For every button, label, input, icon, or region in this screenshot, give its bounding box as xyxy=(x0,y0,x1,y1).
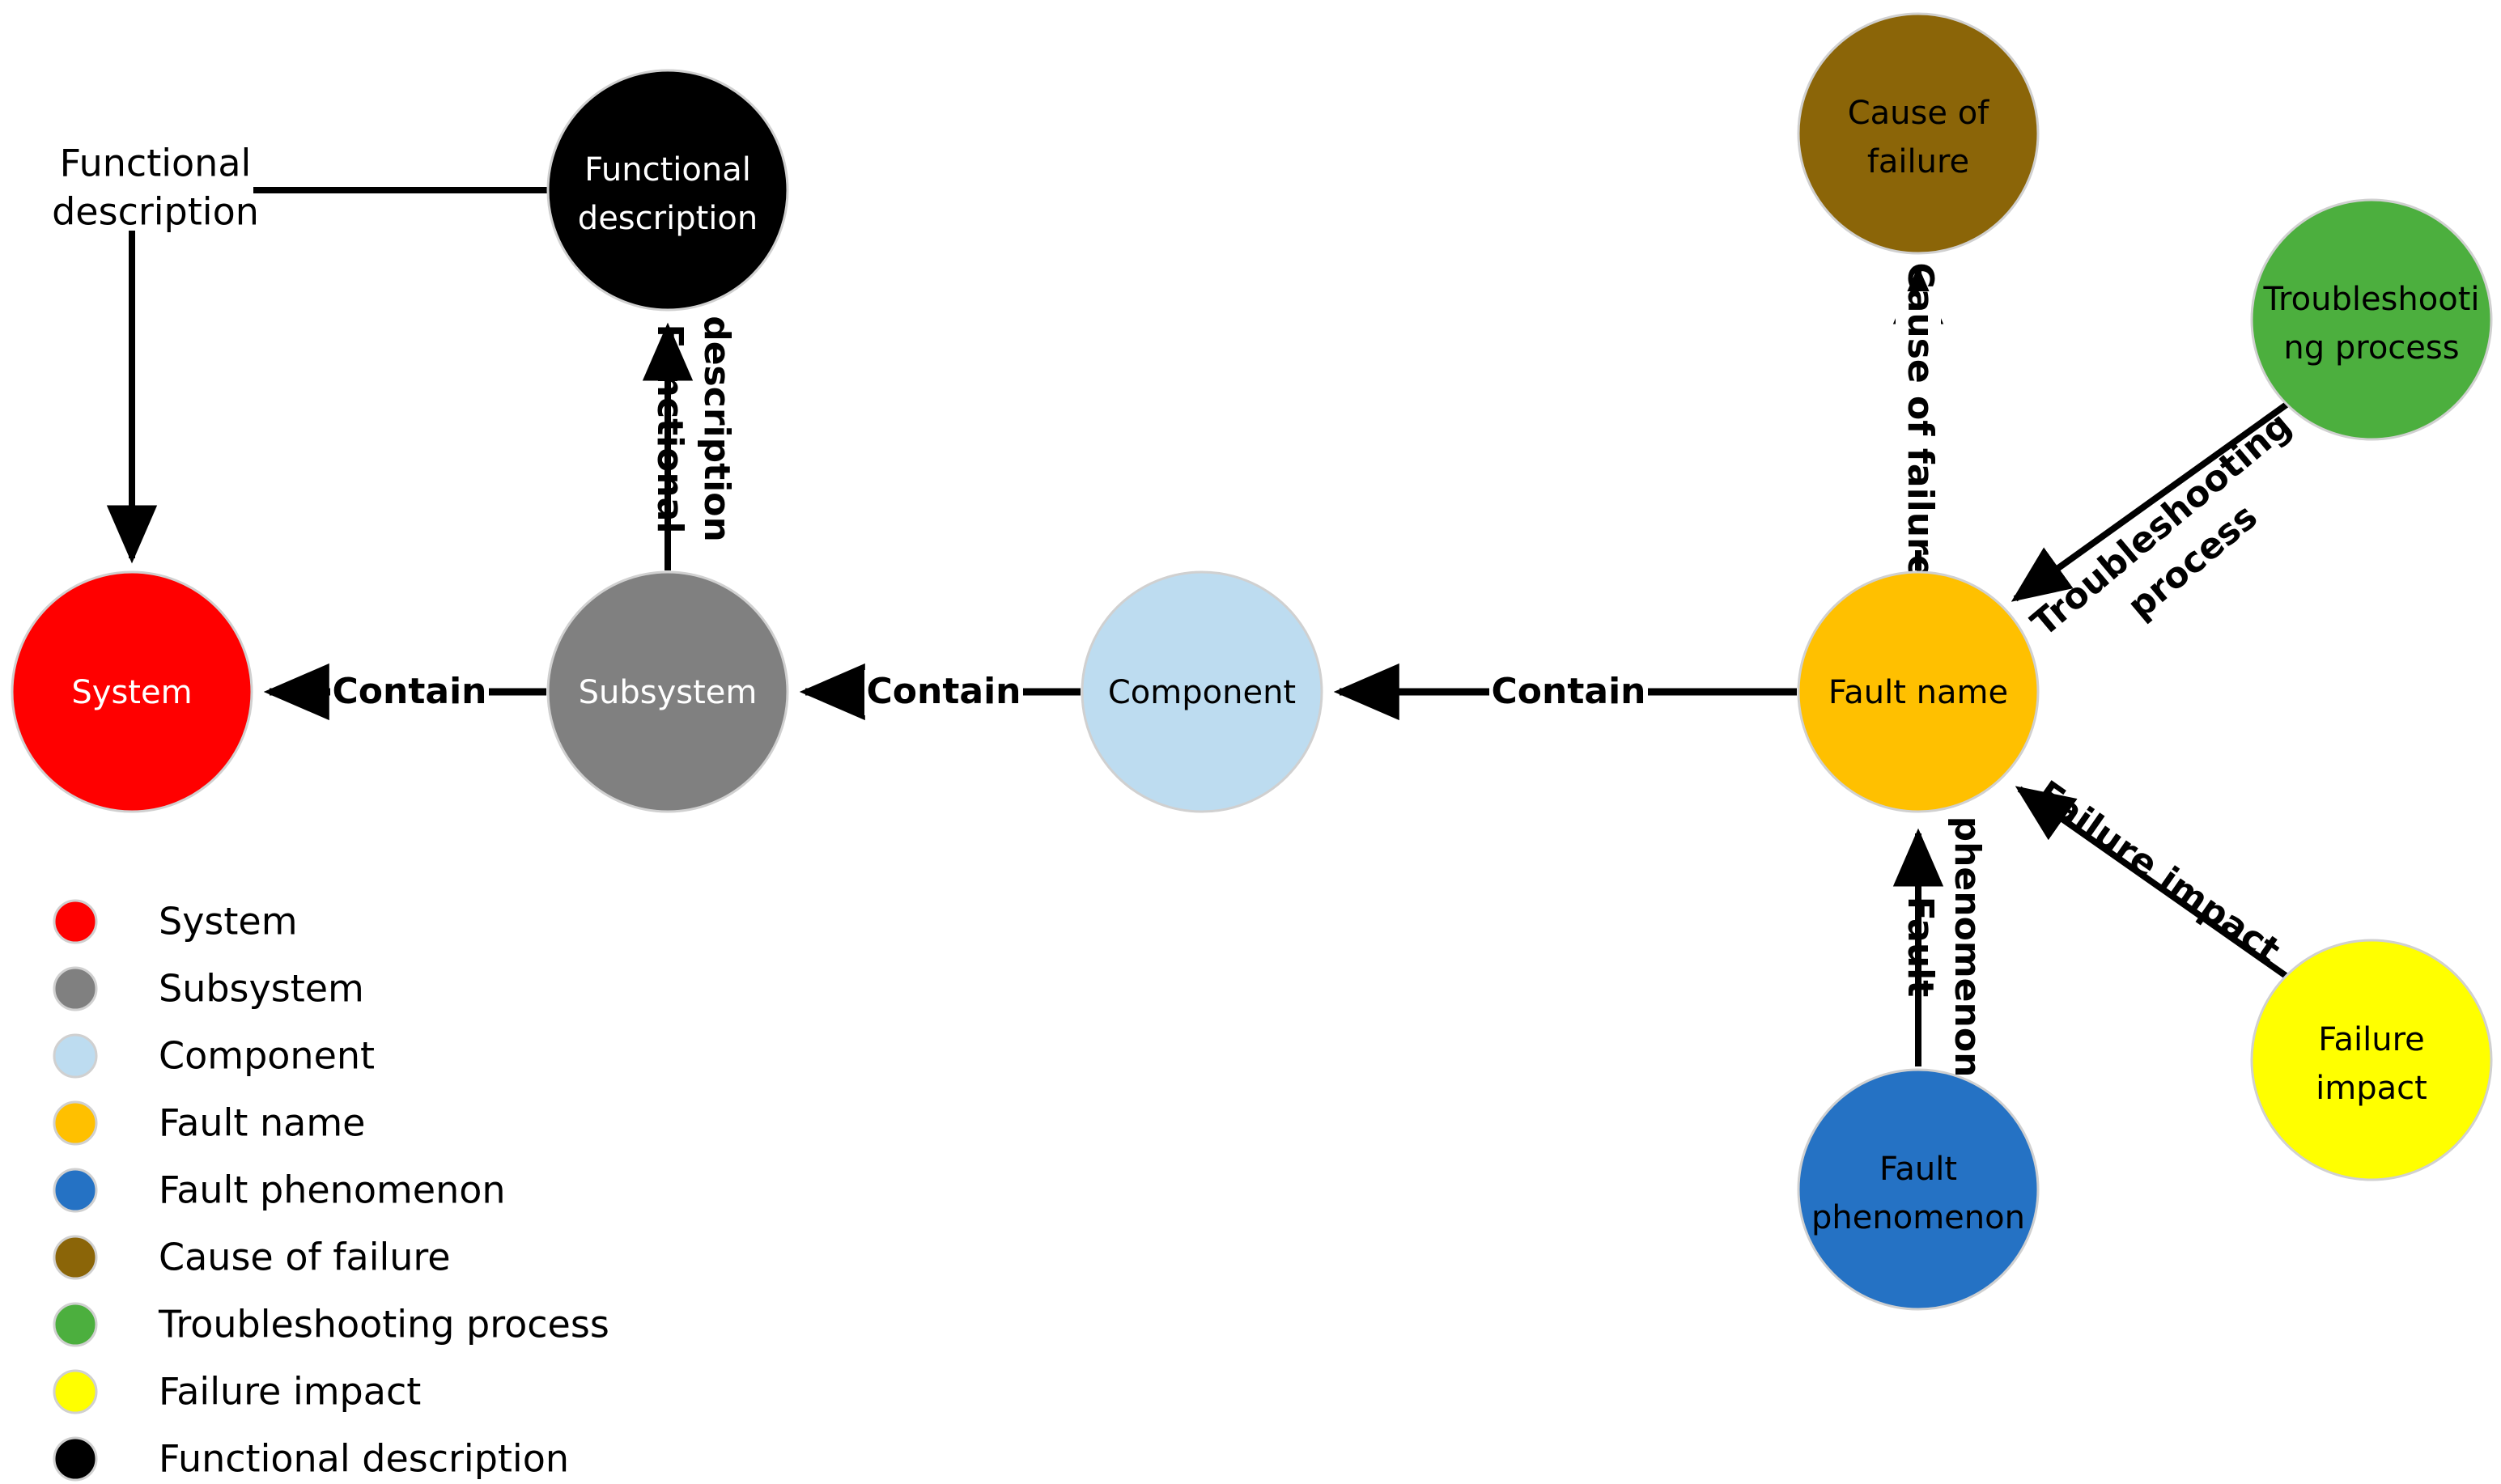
edge-contain-component-subsystem: Contain xyxy=(799,663,1081,721)
edge-failure-impact: Failure impact xyxy=(2015,773,2293,982)
edge-label-contain-3: Contain xyxy=(1492,671,1646,712)
node-failure-impact-circle[interactable] xyxy=(2250,939,2493,1181)
node-system-circle[interactable] xyxy=(11,570,253,813)
node-system-label: System xyxy=(71,674,192,711)
legend-item-cause-of-failure: Cause of failure xyxy=(53,1235,451,1280)
edge-label-functional-description-v1: Functional xyxy=(649,324,690,533)
edge-label-functional-description-v2: description xyxy=(696,316,737,542)
node-fault-phenomenon-label-1: Fault xyxy=(1879,1151,1957,1188)
node-fault-phenomenon[interactable]: Fault phenomenon xyxy=(1797,1068,2040,1311)
legend-label-cause-of-failure: Cause of failure xyxy=(159,1236,451,1279)
legend-item-fault-name: Fault name xyxy=(53,1100,365,1146)
legend-swatch-functional-description xyxy=(53,1436,98,1482)
legend-swatch-subsystem xyxy=(53,966,98,1011)
node-fault-name-label: Fault name xyxy=(1828,674,2008,711)
legend: System Subsystem Component Fault name Fa… xyxy=(53,899,609,1482)
node-fault-phenomenon-label-2: phenomenon xyxy=(1811,1199,2025,1236)
edge-contain-subsystem-system: Contain xyxy=(263,663,546,721)
edge-label-contain-1: Contain xyxy=(333,671,487,712)
edge-cause-of-failure: Cause of failure xyxy=(1892,262,1944,579)
node-functional-description-label-1: Functional xyxy=(584,151,751,189)
node-troubleshooting-process-label-1: Troubleshooti xyxy=(2263,281,2480,318)
node-failure-impact[interactable]: Failure impact xyxy=(2250,939,2493,1181)
node-system[interactable]: System xyxy=(11,570,253,813)
node-fault-name[interactable]: Fault name xyxy=(1797,570,2040,813)
legend-label-subsystem: Subsystem xyxy=(159,967,364,1011)
edge-subsystem-to-functional-description: Functional description xyxy=(642,316,737,570)
node-cause-of-failure-label-1: Cause of xyxy=(1848,95,1989,132)
legend-swatch-fault-name xyxy=(53,1100,98,1146)
legend-swatch-cause-of-failure xyxy=(53,1235,98,1280)
legend-swatch-system xyxy=(53,899,98,944)
legend-item-system: System xyxy=(53,899,298,944)
edge-label-fault-phenomenon-2: phenomenon xyxy=(1947,816,1988,1078)
node-subsystem-label: Subsystem xyxy=(579,674,758,711)
legend-swatch-fault-phenomenon xyxy=(53,1168,98,1213)
legend-label-troubleshooting-process: Troubleshooting process xyxy=(158,1303,609,1346)
node-functional-description[interactable]: Functional description xyxy=(546,69,789,312)
legend-item-fault-phenomenon: Fault phenomenon xyxy=(53,1168,506,1213)
edge-label-contain-2: Contain xyxy=(867,671,1021,712)
legend-swatch-failure-impact xyxy=(53,1369,98,1414)
node-functional-description-circle[interactable] xyxy=(546,69,789,312)
legend-label-system: System xyxy=(159,900,298,943)
edge-functional-description-to-system: Functional description xyxy=(52,142,548,564)
edge-label-functional-description-2: description xyxy=(52,190,259,234)
node-cause-of-failure-label-2: failure xyxy=(1867,143,1969,180)
node-component-circle[interactable] xyxy=(1081,570,1323,813)
node-troubleshooting-process-circle[interactable] xyxy=(2250,198,2493,441)
edge-troubleshooting-process: Troubleshooting process xyxy=(2011,401,2299,645)
legend-item-troubleshooting-process: Troubleshooting process xyxy=(53,1302,609,1347)
legend-item-failure-impact: Failure impact xyxy=(53,1369,421,1414)
node-functional-description-label-2: description xyxy=(578,200,758,237)
legend-label-component: Component xyxy=(159,1034,375,1078)
legend-swatch-troubleshooting-process xyxy=(53,1302,98,1347)
legend-label-failure-impact: Failure impact xyxy=(159,1370,421,1414)
node-fault-phenomenon-circle[interactable] xyxy=(1797,1068,2040,1311)
edge-label-cause-of-failure: Cause of failure xyxy=(1900,262,1941,579)
legend-label-functional-description: Functional description xyxy=(159,1437,569,1481)
edge-fault-phenomenon: Fault phenomenon xyxy=(1892,816,1988,1078)
edge-contain-faultname-component: Contain xyxy=(1333,663,1797,721)
node-troubleshooting-process[interactable]: Troubleshooti ng process xyxy=(2250,198,2493,441)
node-fault-name-circle[interactable] xyxy=(1797,570,2040,813)
node-failure-impact-label-1: Failure xyxy=(2318,1021,2425,1058)
node-troubleshooting-process-label-2: ng process xyxy=(2283,329,2459,367)
node-cause-of-failure-circle[interactable] xyxy=(1797,12,2040,255)
legend-item-functional-description: Functional description xyxy=(53,1436,569,1482)
edge-label-failure-impact: Failure impact xyxy=(2029,773,2288,971)
node-cause-of-failure[interactable]: Cause of failure xyxy=(1797,12,2040,255)
edge-label-fault-phenomenon-1: Fault xyxy=(1900,897,1941,998)
node-failure-impact-label-2: impact xyxy=(2316,1070,2427,1107)
legend-label-fault-name: Fault name xyxy=(159,1101,365,1145)
node-component[interactable]: Component xyxy=(1081,570,1323,813)
legend-item-subsystem: Subsystem xyxy=(53,966,364,1011)
edge-label-functional-description-1: Functional xyxy=(60,142,252,185)
legend-label-fault-phenomenon: Fault phenomenon xyxy=(159,1168,506,1212)
legend-swatch-component xyxy=(53,1033,98,1079)
node-component-label: Component xyxy=(1108,674,1296,711)
node-subsystem[interactable]: Subsystem xyxy=(546,570,789,813)
legend-item-component: Component xyxy=(53,1033,375,1079)
node-subsystem-circle[interactable] xyxy=(546,570,789,813)
